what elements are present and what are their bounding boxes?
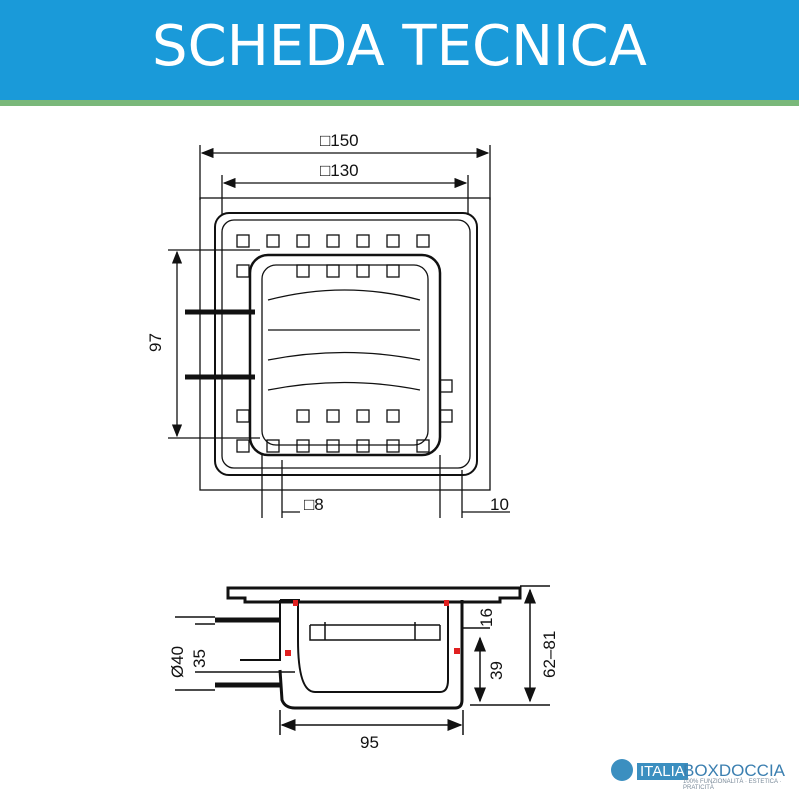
dim-square-label: □8	[304, 495, 324, 514]
header-banner	[0, 0, 799, 100]
dim-margin-label: 10	[490, 495, 509, 514]
logo-brand: BOXDOCCIA	[683, 761, 786, 780]
dim-inner-label: □130	[320, 161, 359, 180]
dim-depth-label: 39	[487, 661, 506, 680]
logo-italia: ITALIA	[637, 763, 688, 780]
logo-tagline: 100% FUNZIONALITÀ · ESTETICA · PRATICITÀ	[683, 779, 782, 791]
dim-outer-label: □150	[320, 131, 359, 150]
dim-pipe-inner-label: 35	[190, 649, 209, 668]
inner-basket	[297, 602, 449, 693]
header-accent-line	[0, 100, 799, 106]
water-drop-icon	[611, 759, 633, 781]
basket	[248, 253, 442, 457]
top-view	[168, 145, 510, 518]
page-title: SCHEDA TECNICA	[152, 14, 647, 79]
grid-squares	[236, 234, 453, 453]
dim-pipe-outer-label: Ø40	[168, 646, 187, 678]
dim-width-label: 95	[360, 733, 379, 752]
dim-total-height-label: 62–81	[540, 631, 559, 678]
body	[278, 600, 464, 710]
brand-logo: ITALIA BOXDOCCIA 100% FUNZIONALITÀ · EST…	[605, 755, 795, 791]
seal-markers	[285, 600, 460, 656]
dim-top-label: 16	[477, 608, 496, 627]
flange	[226, 586, 522, 604]
dim-height-label: 97	[146, 333, 165, 352]
outer-plate	[199, 197, 491, 491]
